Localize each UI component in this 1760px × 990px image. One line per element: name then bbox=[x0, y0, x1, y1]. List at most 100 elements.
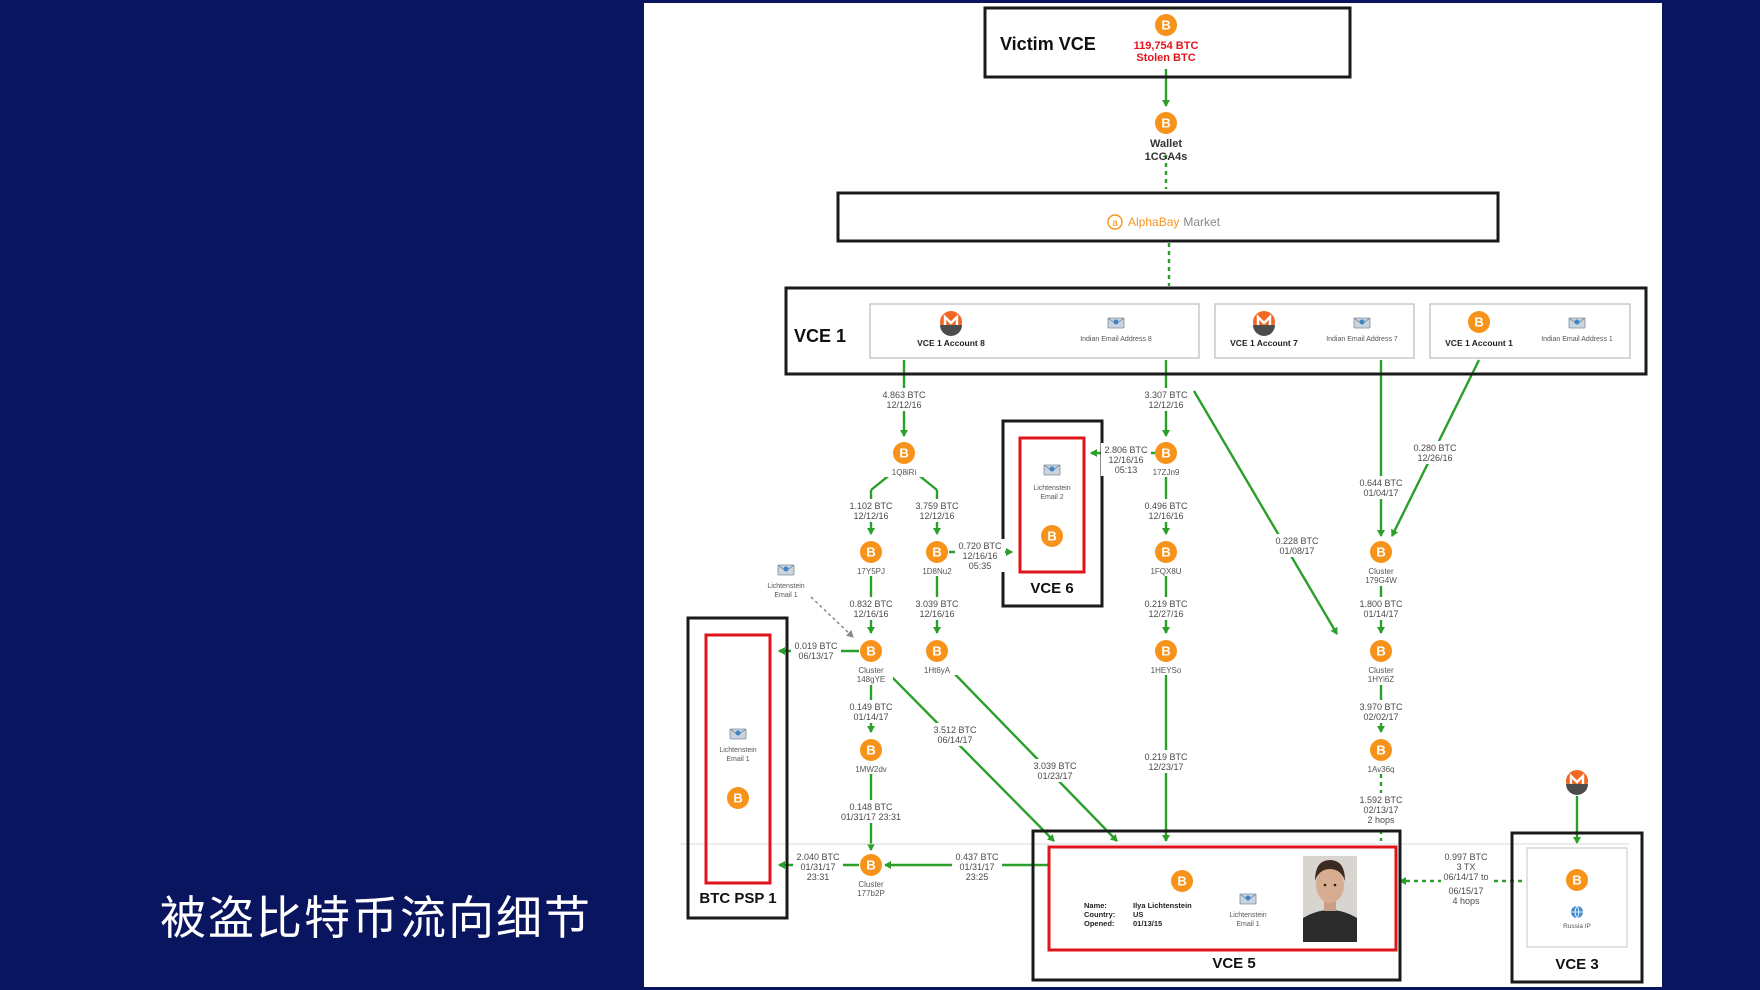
edge-label-line: 4.863 BTC bbox=[882, 390, 926, 400]
node-label: 179G4W bbox=[1365, 576, 1397, 585]
edge-label-line: 05:13 bbox=[1115, 465, 1138, 475]
monero-icon bbox=[938, 309, 964, 338]
vce5-opened-label: Opened: bbox=[1084, 919, 1114, 928]
vce5-email-line1: Lichtenstein bbox=[1229, 912, 1266, 919]
vce5-email-line2: Email 1 bbox=[1236, 921, 1259, 928]
bitcoin-icon bbox=[926, 541, 948, 563]
bitcoin-icon bbox=[1155, 640, 1177, 662]
vce6-box: Lichtenstein Email 2 VCE 6 bbox=[1001, 419, 1104, 608]
account-name: VCE 1 Account 8 bbox=[917, 338, 985, 348]
node-label: Cluster bbox=[1368, 567, 1394, 576]
vce5-name-label: Name: bbox=[1084, 901, 1107, 910]
edge-label-line: 0.228 BTC bbox=[1275, 536, 1319, 546]
edge-label-line: 06/14/17 to bbox=[1443, 872, 1488, 882]
node-label: 1HEYSo bbox=[1151, 666, 1182, 675]
bitcoin-icon bbox=[860, 640, 882, 662]
victim-vce-title: Victim VCE bbox=[1000, 34, 1096, 54]
edge-label-line: 23:25 bbox=[966, 872, 989, 882]
bitcoin-icon bbox=[1566, 869, 1588, 891]
edge-label-line: 3.039 BTC bbox=[915, 599, 959, 609]
vce1-account-1 bbox=[1429, 303, 1631, 359]
edge-label-line: 12/12/16 bbox=[886, 400, 921, 410]
address-node-1hey: 1HEYSo bbox=[1144, 640, 1188, 675]
vce5-name: Ilya Lichtenstein bbox=[1133, 901, 1192, 910]
node-label: 177b2P bbox=[857, 889, 885, 898]
photo-portrait bbox=[1303, 856, 1357, 942]
node-label: 1D8Nu2 bbox=[922, 567, 952, 576]
node-label: 1FQX8U bbox=[1150, 567, 1181, 576]
wallet-label: Wallet bbox=[1150, 138, 1182, 150]
bitcoin-icon bbox=[1468, 311, 1490, 333]
edge-label-line: 12/12/16 bbox=[853, 511, 888, 521]
email-icon bbox=[729, 728, 747, 740]
wallet-node: Wallet 1CGA4s bbox=[1145, 112, 1188, 163]
bitcoin-icon bbox=[1155, 112, 1177, 134]
vce1-account-8 bbox=[869, 303, 1200, 359]
edge-label-line: 0.720 BTC bbox=[958, 541, 1002, 551]
vce5-box: Name: Country: Opened: Ilya Lichtenstein… bbox=[1031, 829, 1402, 982]
edge-label-line: 06/15/17 bbox=[1448, 886, 1483, 896]
email-icon bbox=[1353, 317, 1371, 329]
psp-email-line1: Lichtenstein bbox=[719, 747, 756, 754]
vce1-box: VCE 1 VCE 1 Account 8 Indian Email Addre… bbox=[784, 286, 1648, 376]
address-node-1av: 1Av36q bbox=[1359, 739, 1403, 774]
bitcoin-icon bbox=[926, 640, 948, 662]
edge-label-line: 02/13/17 bbox=[1363, 805, 1398, 815]
node-label: Cluster bbox=[858, 880, 884, 889]
edge-label-line: 12/27/16 bbox=[1148, 609, 1183, 619]
psp-title: BTC PSP 1 bbox=[699, 890, 776, 907]
vce1-title: VCE 1 bbox=[794, 326, 846, 346]
bitcoin-icon bbox=[1370, 541, 1392, 563]
email-icon bbox=[1107, 317, 1125, 329]
bitcoin-icon bbox=[1155, 14, 1177, 36]
svg-text:a: a bbox=[1112, 218, 1118, 229]
node-label: 1Av36q bbox=[1368, 765, 1395, 774]
edge-label-line: 12/16/16 bbox=[962, 551, 997, 561]
side-email-line2: Email 1 bbox=[774, 592, 797, 599]
edge-label-line: 3.759 BTC bbox=[915, 501, 959, 511]
edge-label-line: 23:31 bbox=[807, 872, 830, 882]
vce3-sub: Russia IP bbox=[1563, 923, 1591, 930]
market-suffix: Market bbox=[1183, 215, 1220, 229]
vce5-country-label: Country: bbox=[1084, 910, 1115, 919]
bitcoin-icon bbox=[1155, 442, 1177, 464]
wallet-id: 1CGA4s bbox=[1145, 151, 1188, 163]
bitcoin-icon bbox=[1171, 870, 1193, 892]
node-label: 1HYi6Z bbox=[1368, 675, 1394, 684]
edge-label-line: 3.307 BTC bbox=[1144, 390, 1188, 400]
side-email-line1: Lichtenstein bbox=[767, 583, 804, 590]
edge-label: 06/15/174 hops bbox=[1441, 884, 1491, 907]
edge-label-line: 0.219 BTC bbox=[1144, 599, 1188, 609]
edge-label-line: 0.832 BTC bbox=[849, 599, 893, 609]
account-name: VCE 1 Account 1 bbox=[1445, 338, 1513, 348]
edge-label-line: 12/16/16 bbox=[1108, 455, 1143, 465]
bitcoin-icon bbox=[1155, 541, 1177, 563]
edge-label-line: 3.039 BTC bbox=[1033, 761, 1077, 771]
bitcoin-icon bbox=[727, 787, 749, 809]
edge-label-line: 0.148 BTC bbox=[849, 802, 893, 812]
edge-label-line: 1.592 BTC bbox=[1359, 795, 1403, 805]
edge-label-line: 0.644 BTC bbox=[1359, 478, 1403, 488]
address-node-17y: 17Y5PJ bbox=[849, 541, 893, 576]
edge-label-line: 01/08/17 bbox=[1279, 546, 1314, 556]
node-label: 17ZJn9 bbox=[1153, 468, 1180, 477]
email-icon bbox=[777, 564, 795, 576]
